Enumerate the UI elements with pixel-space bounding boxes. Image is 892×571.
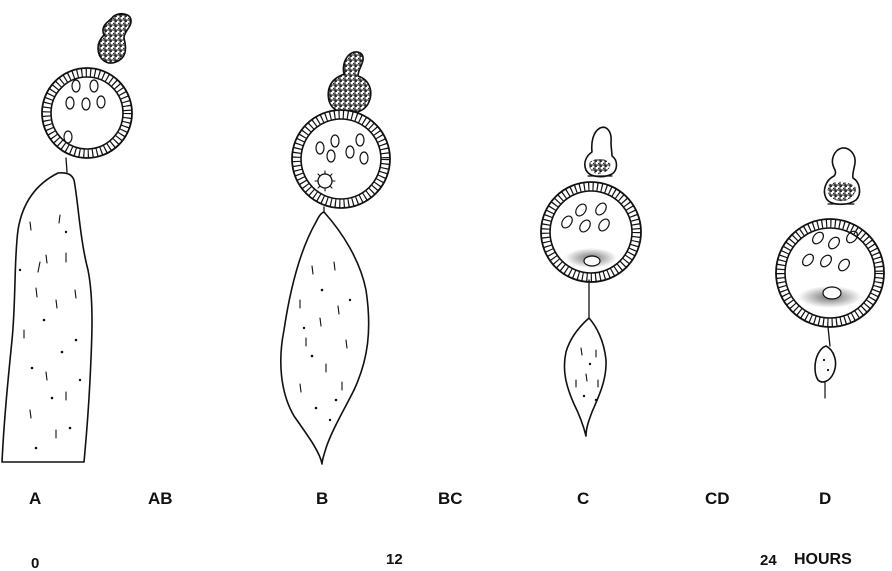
stage-label-cd: CD — [705, 490, 730, 507]
stage-d-drawing — [776, 148, 884, 398]
time-label-0: 0 — [31, 556, 39, 571]
time-label-12: 12 — [386, 552, 403, 567]
stage-b-central-cell — [292, 110, 390, 208]
stage-a-drawing — [2, 14, 132, 462]
stage-a-stalk-cell — [2, 158, 92, 462]
stage-a-central-cell — [42, 68, 132, 158]
time-label-24: 24 — [760, 553, 777, 568]
stage-d-terminal-cell — [824, 148, 859, 204]
stage-label-d: D — [819, 490, 831, 507]
stage-b-stalk-cell — [281, 207, 369, 464]
stage-label-ab: AB — [148, 490, 173, 507]
stage-label-bc: BC — [438, 490, 463, 507]
stage-d-central-cell — [776, 219, 884, 327]
stage-label-b: B — [316, 490, 328, 507]
stage-d-stalk-cell — [815, 327, 836, 398]
stage-c-central-cell — [541, 182, 641, 282]
stage-label-a: A — [29, 490, 41, 507]
stage-c-stalk-cell — [564, 280, 606, 436]
stage-a-terminal-cell — [98, 14, 131, 63]
stage-c-drawing — [541, 127, 641, 436]
stage-b-terminal-cell — [328, 52, 371, 113]
stage-label-c: C — [577, 490, 589, 507]
stage-c-terminal-cell — [585, 127, 617, 176]
stage-b-drawing — [281, 52, 390, 464]
time-unit-label: HOURS — [794, 552, 852, 568]
